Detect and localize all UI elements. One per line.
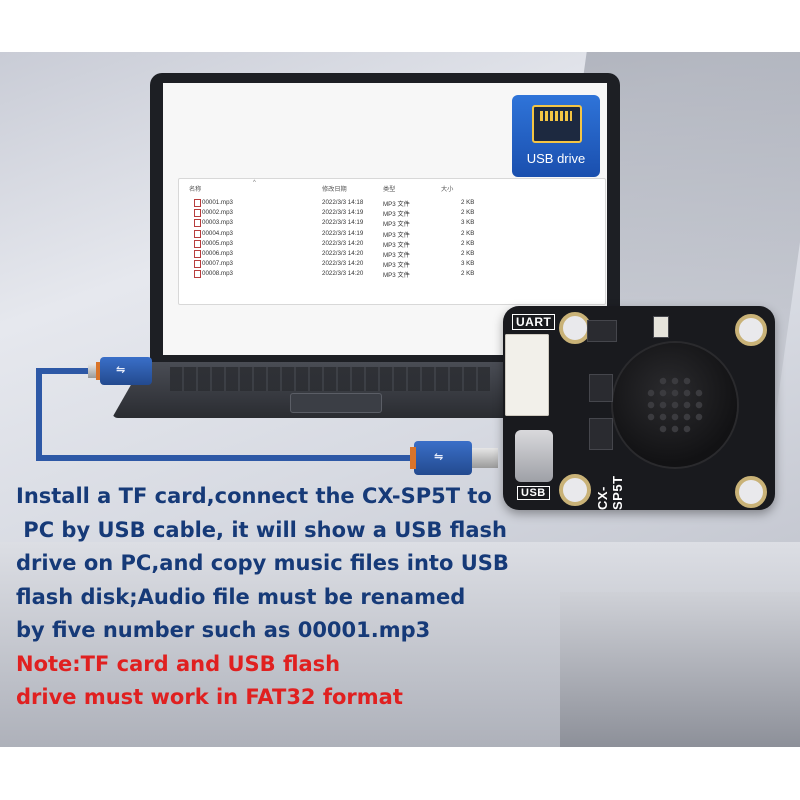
file-name: 00004.mp3 xyxy=(202,229,233,237)
usb-cable xyxy=(36,455,416,461)
sd-card-icon xyxy=(532,105,582,143)
file-row[interactable]: 00002.mp3 2022/3/3 14:19 MP3 文件 2 KB xyxy=(179,209,479,219)
file-size: 2 KB xyxy=(461,229,475,237)
mp3-file-icon xyxy=(194,229,201,238)
file-date: 2022/3/3 14:18 xyxy=(322,199,364,206)
file-date: 2022/3/3 14:19 xyxy=(322,209,364,217)
usb-drive-label: USB drive xyxy=(526,151,586,166)
mp3-file-icon xyxy=(194,199,201,207)
cx-sp5t-board: UART USB CX-SP5T xyxy=(503,306,775,510)
usb-symbol-icon: ⇋ xyxy=(116,363,126,376)
file-type: MP3 文件 xyxy=(383,272,410,280)
mounting-hole xyxy=(735,314,767,346)
file-row[interactable]: 00005.mp3 2022/3/3 14:20 MP3 文件 2 KB xyxy=(179,239,479,250)
column-header-name[interactable]: 名称 xyxy=(189,186,202,193)
chip xyxy=(589,418,613,450)
file-name: 00008.mp3 xyxy=(202,270,233,278)
mp3-file-icon xyxy=(194,239,201,248)
file-date: 2022/3/3 14:20 xyxy=(322,270,364,278)
uart-connector[interactable] xyxy=(505,334,549,416)
caption-line: by five number such as 00001.mp3 xyxy=(16,618,431,642)
model-label: CX-SP5T xyxy=(595,475,625,510)
file-size: 3 KB xyxy=(461,219,475,227)
file-name: 00001.mp3 xyxy=(202,199,233,206)
file-date: 2022/3/3 14:19 xyxy=(322,219,364,227)
usb-c-plug-tip xyxy=(410,447,416,469)
instruction-caption: Install a TF card,connect the CX-SP5T to… xyxy=(16,480,576,715)
caption-note: Note:TF card and USB flash drive must wor… xyxy=(16,648,576,715)
file-name: 00003.mp3 xyxy=(202,219,233,227)
note-line: Note:TF card and USB flash xyxy=(16,651,341,676)
usb-drive-badge[interactable]: USB drive xyxy=(512,95,600,177)
file-name: 00005.mp3 xyxy=(202,239,233,247)
file-date: 2022/3/3 14:19 xyxy=(322,229,364,237)
caption-line: flash disk;Audio file must be renamed xyxy=(16,584,466,609)
caption-line: drive on PC,and copy music files into US… xyxy=(16,551,509,575)
mounting-hole xyxy=(559,474,591,506)
usb-cable xyxy=(36,368,42,460)
file-row[interactable]: 00003.mp3 2022/3/3 14:19 MP3 文件 3 KB xyxy=(179,219,479,229)
file-size: 3 KB xyxy=(461,260,475,268)
component xyxy=(653,316,669,338)
file-size: 2 KB xyxy=(461,250,475,257)
caption-body: Install a TF card,connect the CX-SP5T to… xyxy=(16,480,576,648)
file-type: MP3 文件 xyxy=(383,211,410,219)
mounting-hole xyxy=(735,476,767,508)
note-line: drive must work in FAT32 format xyxy=(16,685,403,709)
file-size: 2 KB xyxy=(461,239,475,247)
file-row[interactable]: 00004.mp3 2022/3/3 14:19 MP3 文件 2 KB xyxy=(179,229,479,240)
file-size: 2 KB xyxy=(461,199,475,206)
file-date: 2022/3/3 14:20 xyxy=(322,239,364,247)
file-row[interactable]: 00001.mp3 2022/3/3 14:18 MP3 文件 2 KB xyxy=(179,199,479,209)
usb-symbol-icon: ⇋ xyxy=(434,450,444,463)
file-name: 00007.mp3 xyxy=(202,260,233,268)
file-name: 00006.mp3 xyxy=(202,250,233,257)
file-date: 2022/3/3 14:20 xyxy=(322,260,364,268)
file-row[interactable]: 00007.mp3 2022/3/3 14:20 MP3 文件 3 KB xyxy=(179,260,479,270)
concrete-ledge xyxy=(560,592,800,747)
usb-c-plug: ⇋ xyxy=(414,441,472,475)
file-type: MP3 文件 xyxy=(383,231,410,239)
file-row[interactable]: 00008.mp3 2022/3/3 14:20 MP3 文件 2 KB xyxy=(179,270,479,280)
file-type: MP3 文件 xyxy=(383,262,410,270)
column-header-size[interactable]: 大小 xyxy=(441,186,454,193)
file-name: 00002.mp3 xyxy=(202,209,233,217)
column-header-type[interactable]: 类型 xyxy=(383,186,396,193)
mp3-file-icon xyxy=(194,270,201,279)
usb-a-plug-tip xyxy=(96,362,100,380)
file-size: 2 KB xyxy=(461,209,475,217)
file-size: 2 KB xyxy=(461,270,475,278)
file-row[interactable]: 00006.mp3 2022/3/3 14:20 MP3 文件 2 KB xyxy=(179,250,479,260)
speaker xyxy=(613,343,737,467)
caption-line: PC by USB cable, it will show a USB flas… xyxy=(16,517,507,542)
chip xyxy=(587,320,617,342)
usb-label: USB xyxy=(517,486,550,500)
mp3-file-icon xyxy=(194,209,201,218)
sort-arrow-icon: ^ xyxy=(253,180,256,186)
column-header-date[interactable]: 修改日期 xyxy=(322,186,347,193)
mp3-file-icon xyxy=(194,260,201,269)
usb-cable xyxy=(36,368,98,374)
usb-c-plug-metal xyxy=(472,448,498,468)
laptop-keyboard xyxy=(170,367,490,391)
file-date: 2022/3/3 14:20 xyxy=(322,250,364,257)
speaker-grille xyxy=(645,375,705,435)
mp3-file-icon xyxy=(194,250,201,258)
uart-label: UART xyxy=(512,314,556,330)
file-type: MP3 文件 xyxy=(383,201,410,208)
usb-a-plug: ⇋ xyxy=(100,357,152,385)
file-type: MP3 文件 xyxy=(383,241,410,249)
chip xyxy=(589,374,613,402)
usb-c-port[interactable] xyxy=(515,430,553,482)
caption-line: Install a TF card,connect the CX-SP5T to xyxy=(16,484,492,508)
file-type: MP3 文件 xyxy=(383,252,410,259)
mp3-file-icon xyxy=(194,219,201,228)
laptop-touchpad xyxy=(290,393,382,413)
file-type: MP3 文件 xyxy=(383,221,410,229)
